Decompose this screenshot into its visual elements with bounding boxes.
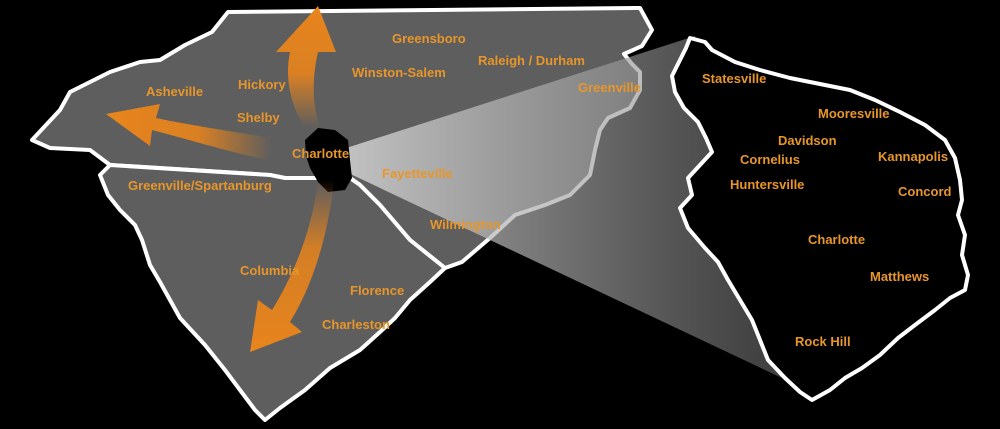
- arrow-up-icon: [276, 6, 336, 128]
- city-label-winston-salem: Winston-Salem: [352, 65, 446, 80]
- city-label-wilmington: Wilmington: [430, 217, 501, 232]
- arrow-left-icon: [106, 104, 272, 160]
- south-carolina-shape: [98, 163, 447, 422]
- city-label-columbia: Columbia: [240, 263, 300, 278]
- city-label-charlotte: Charlotte: [292, 146, 349, 161]
- metro-label-mooresville: Mooresville: [818, 106, 890, 121]
- city-label-hickory: Hickory: [238, 77, 286, 92]
- metro-label-cornelius: Cornelius: [740, 152, 800, 167]
- region-blob: [305, 128, 352, 192]
- metro-label-charlotte: Charlotte: [808, 232, 865, 247]
- state-city-labels: Greensboro Winston-Salem Raleigh / Durha…: [128, 31, 641, 332]
- metro-label-statesville: Statesville: [702, 71, 766, 86]
- city-label-raleigh-durham: Raleigh / Durham: [478, 53, 585, 68]
- metro-label-davidson: Davidson: [778, 133, 837, 148]
- arrow-down-icon: [250, 180, 334, 352]
- city-label-asheville: Asheville: [146, 84, 203, 99]
- city-label-florence: Florence: [350, 283, 404, 298]
- city-label-greensboro: Greensboro: [392, 31, 466, 46]
- city-label-charleston: Charleston: [322, 317, 390, 332]
- metro-label-matthews: Matthews: [870, 269, 929, 284]
- metro-label-huntersville: Huntersville: [730, 177, 804, 192]
- metro-label-kannapolis: Kannapolis: [878, 149, 948, 164]
- metro-label-concord: Concord: [898, 184, 952, 199]
- metro-region-shape: [670, 36, 970, 402]
- metro-city-labels: Statesville Mooresville Davidson Corneli…: [702, 71, 952, 349]
- city-label-greenville-spartanburg: Greenville/Spartanburg: [128, 178, 272, 193]
- city-label-greenville-nc: Greenville: [578, 80, 641, 95]
- city-label-fayetteville: Fayetteville: [382, 166, 453, 181]
- metro-label-rock-hill: Rock Hill: [795, 334, 851, 349]
- city-label-shelby: Shelby: [237, 110, 280, 125]
